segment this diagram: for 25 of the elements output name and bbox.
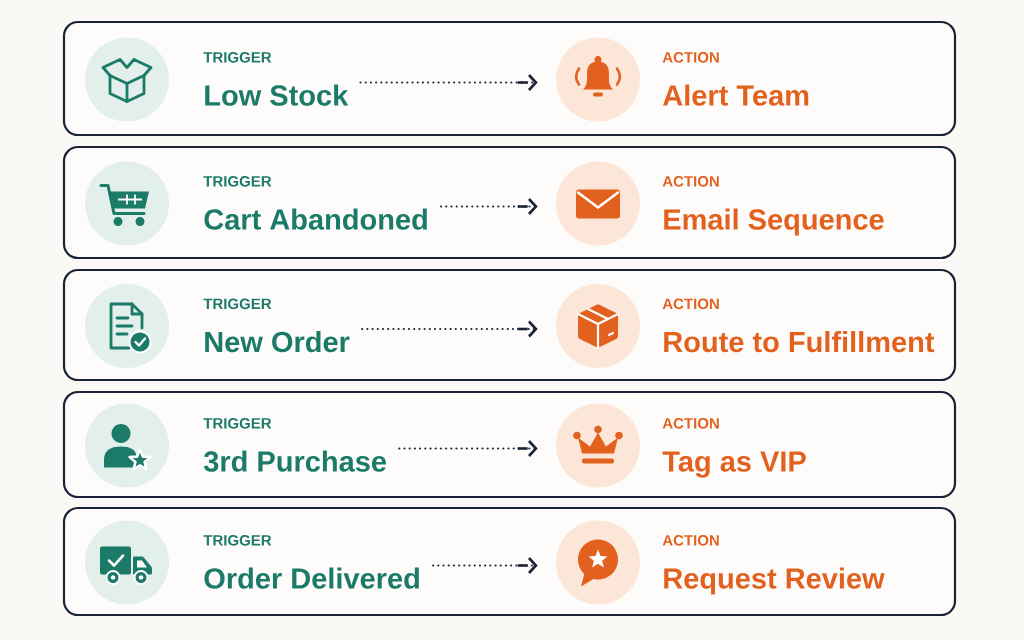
trigger-label: TRIGGER [203, 176, 272, 187]
arrow [361, 320, 538, 338]
action-label: ACTION [662, 535, 719, 546]
trigger-title: New Order [205, 331, 350, 353]
trigger-label: TRIGGER [203, 52, 272, 63]
action-label: ACTION [662, 52, 719, 63]
action-label: ACTION [662, 418, 719, 429]
trigger-title: 3rd Purchase [203, 450, 386, 472]
arrow [398, 440, 538, 457]
action-label: ACTION [662, 298, 719, 310]
trigger-label: TRIGGER [203, 418, 272, 429]
trigger-title: Cart Abandoned [204, 208, 427, 230]
action-title: Route to Fulfillment [664, 331, 935, 353]
action-title: Alert Team [663, 84, 809, 106]
trigger-title: Order Delivered [204, 567, 419, 589]
arrow [440, 198, 538, 215]
arrow [359, 74, 538, 91]
trigger-title: Low Stock [205, 84, 349, 106]
action-title: Request Review [664, 567, 885, 595]
action-title: Email Sequence [664, 208, 884, 236]
arrow [432, 557, 538, 574]
trigger-label: TRIGGER [203, 298, 272, 310]
action-title: Tag as VIP [662, 451, 806, 478]
trigger-label: TRIGGER [203, 535, 272, 546]
action-label: ACTION [662, 176, 719, 187]
